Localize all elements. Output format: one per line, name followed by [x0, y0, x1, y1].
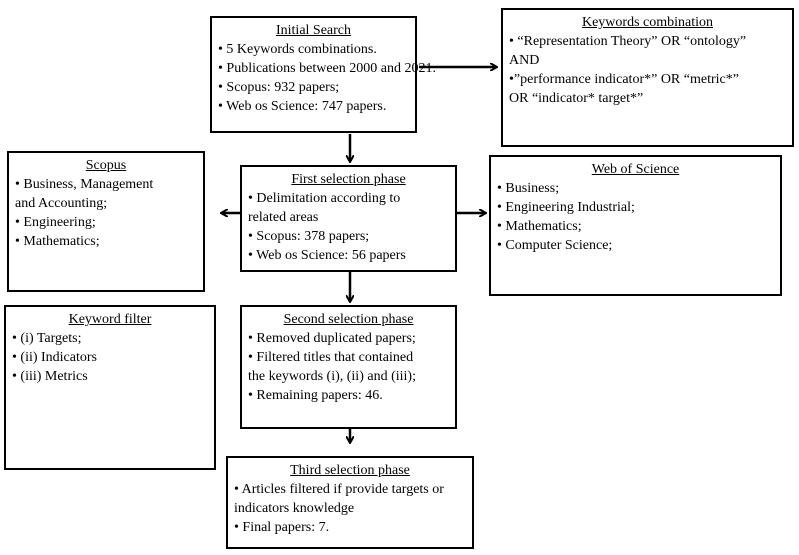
box-item: • Mathematics; [15, 234, 100, 249]
web-of-science-box: Web of Science • Business; • Engineering I… [489, 155, 782, 296]
box-item: • Web os Science: 747 papers. [218, 99, 387, 114]
box-item: • Publications between 2000 and 2021. [218, 61, 436, 76]
box-title: Keywords combination [581, 15, 714, 30]
box-item: indicators knowledge [234, 501, 355, 516]
box-item: the keywords (i), (ii) and (iii); [248, 369, 416, 384]
box-item: • Engineering; [15, 215, 96, 230]
first-selection-box: First selection phase • Delimitation acco… [240, 165, 457, 272]
initial-search-box: Initial Search • 5 Keywords combinations.… [210, 16, 436, 133]
box-title: Scopus [85, 158, 127, 173]
box-title: Initial Search [275, 23, 352, 38]
box-item: • (i) Targets; [12, 331, 82, 346]
box-item: • Web os Science: 56 papers [248, 248, 406, 263]
box-item: • (ii) Indicators [12, 350, 97, 365]
box-item: • Delimitation according to [248, 191, 401, 206]
box-title: Keyword filter [68, 312, 152, 327]
box-item: • Engineering Industrial; [497, 200, 635, 215]
box-item: • Mathematics; [497, 219, 582, 234]
box-item: and Accounting; [15, 196, 108, 211]
box-item: related areas [248, 210, 319, 225]
box-item: • Scopus: 932 papers; [218, 80, 340, 95]
box-item: • “Representation Theory” OR “ontology” [509, 34, 747, 49]
box-item: • Business, Management [15, 177, 154, 192]
box-item: • Final papers: 7. [234, 520, 330, 535]
box-item: •”performance indicator*” OR “metric*” [509, 72, 739, 87]
keywords-combination-box: Keywords combination • “Representation Th… [501, 8, 794, 147]
box-item: • Filtered titles that contained [248, 350, 414, 365]
box-item: OR “indicator* target*” [509, 91, 644, 106]
box-item: • Scopus: 378 papers; [248, 229, 370, 244]
scopus-box: Scopus • Business, Management and Accounti… [7, 151, 205, 292]
box-item: • Business; [497, 181, 560, 196]
second-selection-box: Second selection phase • Removed duplicat… [240, 305, 457, 429]
box-title: Third selection phase [290, 463, 410, 478]
third-selection-box: Third selection phase • Articles filtered… [226, 456, 474, 549]
box-item: • 5 Keywords combinations. [218, 42, 377, 57]
box-item: • Removed duplicated papers; [248, 331, 416, 346]
box-item: • (iii) Metrics [12, 369, 88, 384]
box-title: Web of Science [591, 162, 680, 177]
box-item: AND [509, 53, 540, 68]
box-title: Second selection phase [283, 312, 414, 327]
box-item: • Articles filtered if provide targets o… [234, 482, 444, 497]
box-item: • Computer Science; [497, 238, 613, 253]
box-title: First selection phase [291, 172, 406, 187]
box-item: • Remaining papers: 46. [248, 388, 383, 403]
keyword-filter-box: Keyword filter • (i) Targets; • (ii) Indic… [4, 305, 216, 470]
